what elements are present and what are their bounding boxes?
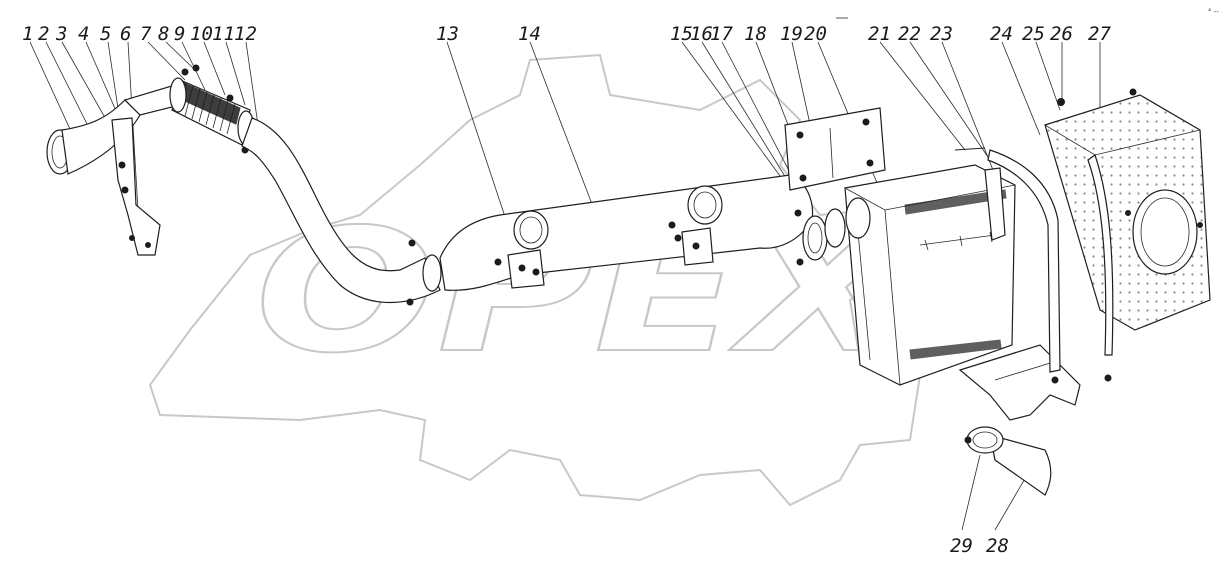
part-mounting-plate <box>784 107 886 191</box>
part-clamp-13 <box>494 210 549 289</box>
part-gasket-rings <box>794 208 846 266</box>
part-clamp-center <box>668 185 723 266</box>
label-28: 28 <box>986 535 1009 557</box>
part-inlet-elbow <box>46 84 181 175</box>
part-muffler <box>844 164 1016 386</box>
part-bracket-left <box>111 117 161 256</box>
label-9: 9 <box>174 23 185 45</box>
label-13: 13 <box>436 23 459 45</box>
part-tail-pipe <box>964 426 1052 496</box>
label-26: 26 <box>1050 23 1073 45</box>
label-15: 15 <box>670 23 693 45</box>
label-22: 22 <box>898 23 921 45</box>
label-7: 7 <box>140 23 152 45</box>
label-10: 10 <box>190 23 213 45</box>
label-29: 29 <box>950 535 973 557</box>
label-11: 11 <box>212 23 235 45</box>
part-number-labels: 1 2 3 4 5 6 7 8 9 10 11 12 13 14 15 16 1… <box>22 23 1111 557</box>
label-21: 21 <box>868 23 891 45</box>
label-2: 2 <box>38 23 49 45</box>
part-heat-shield <box>1044 88 1211 382</box>
label-1: 1 <box>22 23 33 45</box>
label-27: 27 <box>1088 23 1111 45</box>
label-3: 3 <box>55 23 67 45</box>
label-14: 14 <box>518 23 541 45</box>
label-6: 6 <box>120 23 131 45</box>
label-23: 23 <box>930 23 953 45</box>
part-straps <box>954 147 1061 373</box>
label-25: 25 <box>1022 23 1045 45</box>
watermark-gear <box>148 53 922 507</box>
label-5: 5 <box>100 23 111 45</box>
label-18: 18 <box>744 23 767 45</box>
label-12: 12 <box>234 23 257 45</box>
label-24: 24 <box>990 23 1013 45</box>
label-17: 17 <box>710 23 733 45</box>
label-16: 16 <box>690 23 713 45</box>
part-exhaust-pipe-long <box>241 117 449 306</box>
corner-mark: ° -- <box>1208 8 1219 16</box>
part-flex-hose <box>169 64 255 154</box>
label-8: 8 <box>158 23 169 45</box>
label-4: 4 <box>78 23 89 45</box>
label-19: 19 <box>780 23 803 45</box>
label-20: 20 <box>804 23 827 45</box>
